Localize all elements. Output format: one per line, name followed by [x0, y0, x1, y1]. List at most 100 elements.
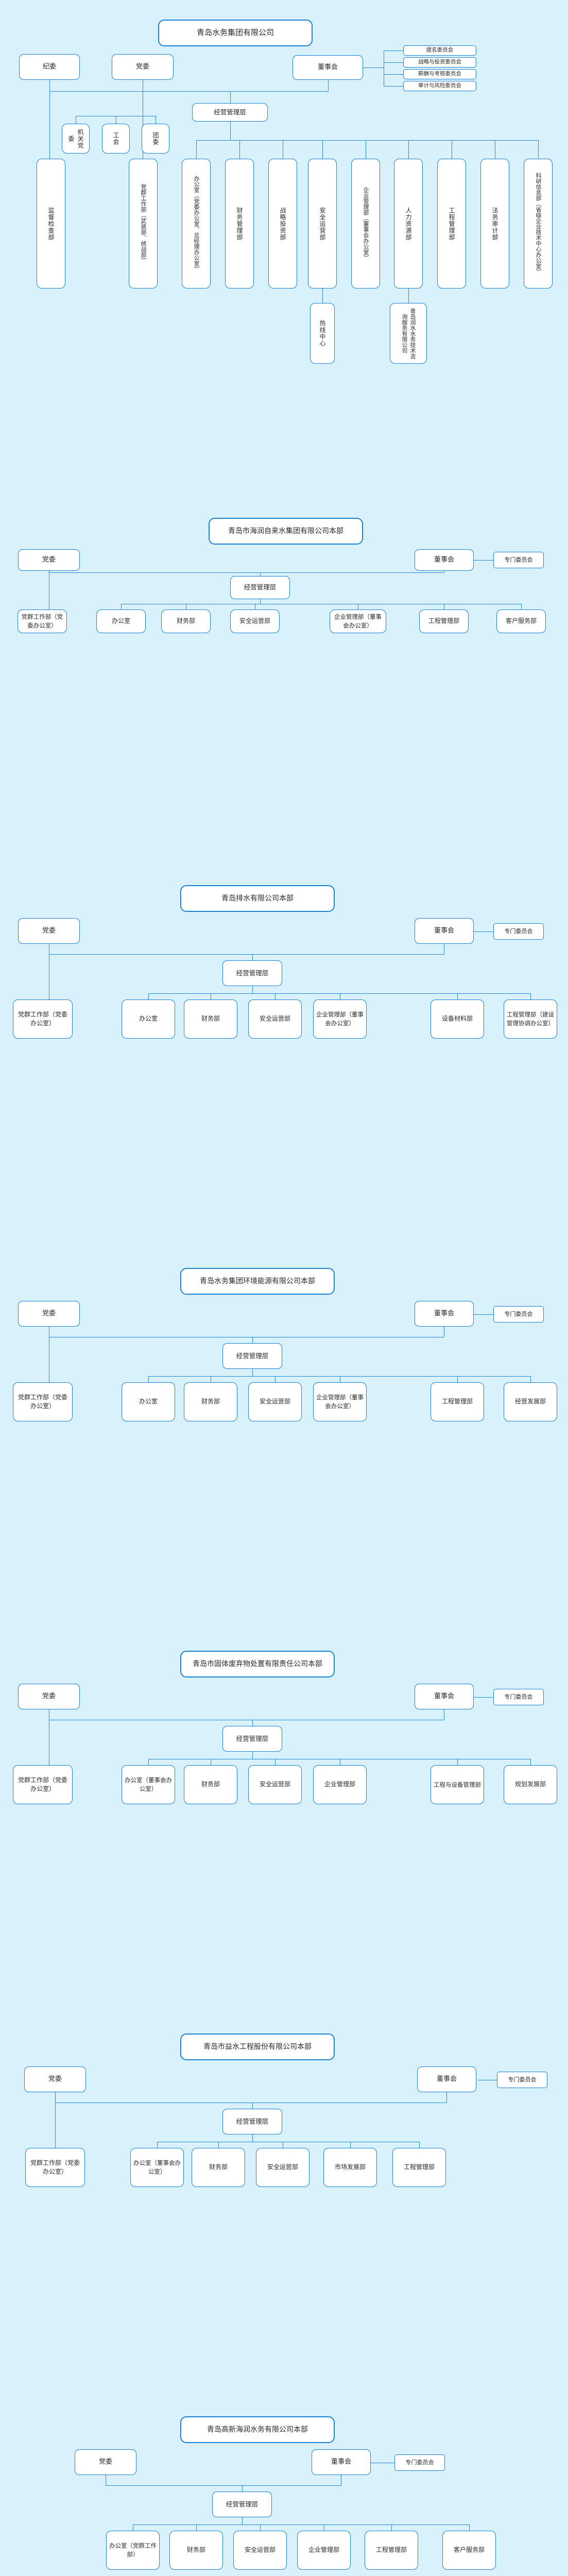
node-party-dept: 党群工作部（党委办公室）	[18, 609, 67, 633]
node-special-committee: 专门委员会	[497, 2072, 547, 2088]
connector	[49, 91, 328, 92]
node-department: 安全运营部	[248, 1765, 302, 1804]
node-party-org: 工会	[102, 124, 130, 154]
connector	[196, 140, 538, 141]
connector	[275, 1759, 276, 1765]
connector	[148, 1376, 530, 1377]
node-department: 规划发展部	[504, 1765, 557, 1804]
node-party-dept: 党群工作部（党委办公室）	[13, 999, 73, 1039]
node-party-org: 团委	[142, 124, 169, 154]
connector	[148, 993, 530, 994]
node-board-committee: 提名委员会	[403, 45, 476, 56]
connector	[474, 1314, 493, 1315]
connector	[391, 2524, 392, 2531]
connector	[252, 954, 253, 960]
node-department: 党群工作部（武装部、统战部）	[129, 159, 158, 289]
node-department: 工程管理部	[392, 2148, 446, 2187]
connector	[252, 2103, 253, 2109]
connector	[242, 2485, 243, 2492]
node-party-dept: 党群工作部（党委办公室）	[25, 2148, 85, 2187]
node-management: 经营管理层	[212, 2492, 272, 2517]
node-department: 市场发展部	[323, 2148, 377, 2187]
node-board: 董事会	[415, 1684, 474, 1709]
node-department: 办公室（董事会办公室）	[130, 2148, 184, 2187]
connector	[322, 140, 323, 159]
connector	[384, 86, 403, 87]
connector	[49, 572, 444, 573]
chart-title: 青岛市海润自来水集团有限公司本部	[209, 518, 363, 545]
node-party-committee: 党委	[75, 2449, 136, 2475]
connector	[252, 1752, 253, 1759]
node-board-committee: 薪酬与考核委员会	[403, 69, 476, 79]
connector	[384, 74, 403, 75]
node-department: 企业管理部（董事会办公室）	[313, 999, 367, 1039]
node-party-committee: 党委	[18, 918, 80, 944]
node-department: 企业管理部（董事会办公室）	[313, 1382, 367, 1421]
connector	[408, 289, 409, 303]
node-department: 法务审计部	[480, 159, 509, 289]
connector	[239, 140, 240, 159]
connector	[469, 2524, 470, 2531]
connector	[457, 1759, 458, 1765]
node-department: 工程管理部	[431, 1382, 484, 1421]
chart-title: 青岛水务集团环境能源有限公司本部	[180, 1268, 335, 1295]
connector	[148, 1759, 149, 1765]
connector	[260, 2524, 261, 2531]
connector	[408, 140, 409, 159]
node-special-committee: 专门委员会	[493, 1689, 544, 1705]
org-chart-hairun-group-hq: 青岛市海润自来水集团有限公司本部 党委 董事会 专门委员会 经营管理层 党群工作…	[0, 518, 568, 641]
node-department: 办公室	[96, 609, 146, 633]
node-department: 工程管理部	[365, 2531, 418, 2570]
connector	[474, 931, 493, 932]
connector	[384, 50, 403, 51]
connector	[49, 80, 50, 159]
org-chart-yishui-engineering-hq: 青岛市益水工程股份有限公司本部 党委 董事会 专门委员会 经营管理层 党群工作部…	[0, 2033, 568, 2191]
connector	[242, 2517, 243, 2524]
node-department: 办公室	[122, 999, 175, 1039]
connector	[275, 993, 276, 999]
connector	[148, 993, 149, 999]
connector	[363, 67, 384, 68]
connector	[49, 954, 444, 955]
node-department: 经营发展部	[504, 1382, 557, 1421]
connector	[106, 2485, 341, 2486]
node-department: 科研信息部（省级企业技术中心办公室）	[524, 159, 553, 289]
chart-title: 青岛排水有限公司本部	[180, 885, 335, 912]
connector	[419, 2142, 420, 2148]
node-department: 人力资源部	[394, 159, 423, 289]
node-management: 经营管理层	[192, 103, 268, 122]
node-board: 董事会	[415, 918, 474, 944]
node-party-committee: 党委	[18, 1684, 80, 1709]
node-department: 安全运营部	[308, 159, 337, 289]
node-management: 经营管理层	[222, 1726, 282, 1752]
node-department: 财务部	[184, 999, 237, 1039]
node-department: 安全运营部	[248, 999, 302, 1039]
connector	[474, 560, 493, 561]
connector	[322, 289, 323, 303]
node-department: 监督检查部	[37, 159, 65, 289]
node-department: 财务部	[184, 1382, 237, 1421]
node-department: 办公室	[122, 1382, 175, 1421]
node-department: 办公室（董事会办公室）	[122, 1765, 175, 1804]
node-department: 设备材料部	[431, 999, 484, 1039]
node-board: 董事会	[417, 2066, 476, 2092]
node-department: 企业管理部（董事会办公室）	[330, 609, 386, 633]
node-management: 经营管理层	[222, 960, 282, 986]
org-chart-gaoxin-hairun-hq: 青岛高新海润水务有限公司本部 党委 董事会 专门委员会 经营管理层 办公室（党群…	[0, 2416, 568, 2573]
connector	[230, 91, 231, 103]
node-department: 企业管理部	[313, 1765, 367, 1804]
node-management: 经营管理层	[230, 576, 290, 599]
node-department: 企业管理部	[297, 2531, 351, 2570]
node-department: 财务部	[161, 609, 211, 633]
connector	[260, 572, 261, 576]
connector	[133, 2524, 469, 2525]
node-department: 办公室（党委办公室、总经理办公室）	[182, 159, 211, 289]
node-board: 董事会	[312, 2449, 371, 2475]
chart-title: 青岛市益水工程股份有限公司本部	[180, 2033, 335, 2060]
node-party-committee: 党委	[18, 1301, 80, 1327]
node-department: 办公室（党群工作部）	[106, 2531, 160, 2570]
chart-title: 青岛市固体废弃物处置有限责任公司本部	[180, 1651, 335, 1677]
node-department: 战略投资部	[268, 159, 297, 289]
org-chart-environment-energy-hq: 青岛水务集团环境能源有限公司本部 党委 董事会 专门委员会 经营管理层 党群工作…	[0, 1268, 568, 1425]
